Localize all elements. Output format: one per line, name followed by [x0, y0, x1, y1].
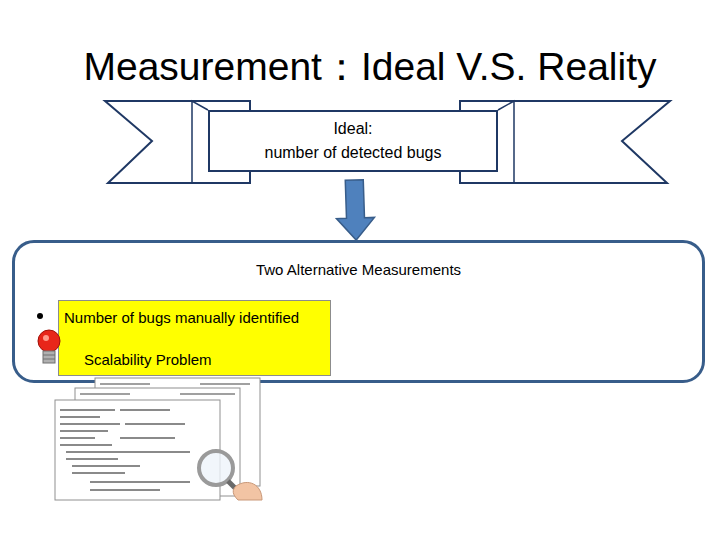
ideal-box: Ideal:number of detected bugs: [208, 110, 498, 172]
node-text: number of detected bugs: [264, 141, 441, 165]
code-pages-illustration: [55, 378, 262, 500]
ribbon-fold: [192, 101, 208, 183]
magnifier-handle: [228, 481, 244, 497]
code-page: [95, 378, 260, 486]
slide-title: Measurement：Ideal V.S. Reality: [0, 40, 720, 94]
ribbon-fold: [498, 101, 514, 183]
block-arrow: [336, 180, 374, 240]
hand: [233, 482, 262, 500]
magnifier-lens: [199, 451, 233, 485]
rounded-panel: Two Alternative MeasurementsNumber of bu…: [12, 240, 705, 383]
code-lines: [60, 384, 250, 490]
title-text: Measurement：Ideal V.S. Reality: [83, 45, 656, 88]
code-page: [75, 388, 240, 496]
highlight-box: Number of bugs manually identifiedScalab…: [58, 300, 331, 376]
node-text: Scalability Problem: [84, 351, 212, 368]
code-page: [55, 400, 220, 500]
node-heading: Number of bugs manually identified: [64, 309, 299, 326]
node-heading: Ideal:: [333, 117, 372, 141]
node-heading: Two Alternative Measurements: [15, 261, 702, 278]
